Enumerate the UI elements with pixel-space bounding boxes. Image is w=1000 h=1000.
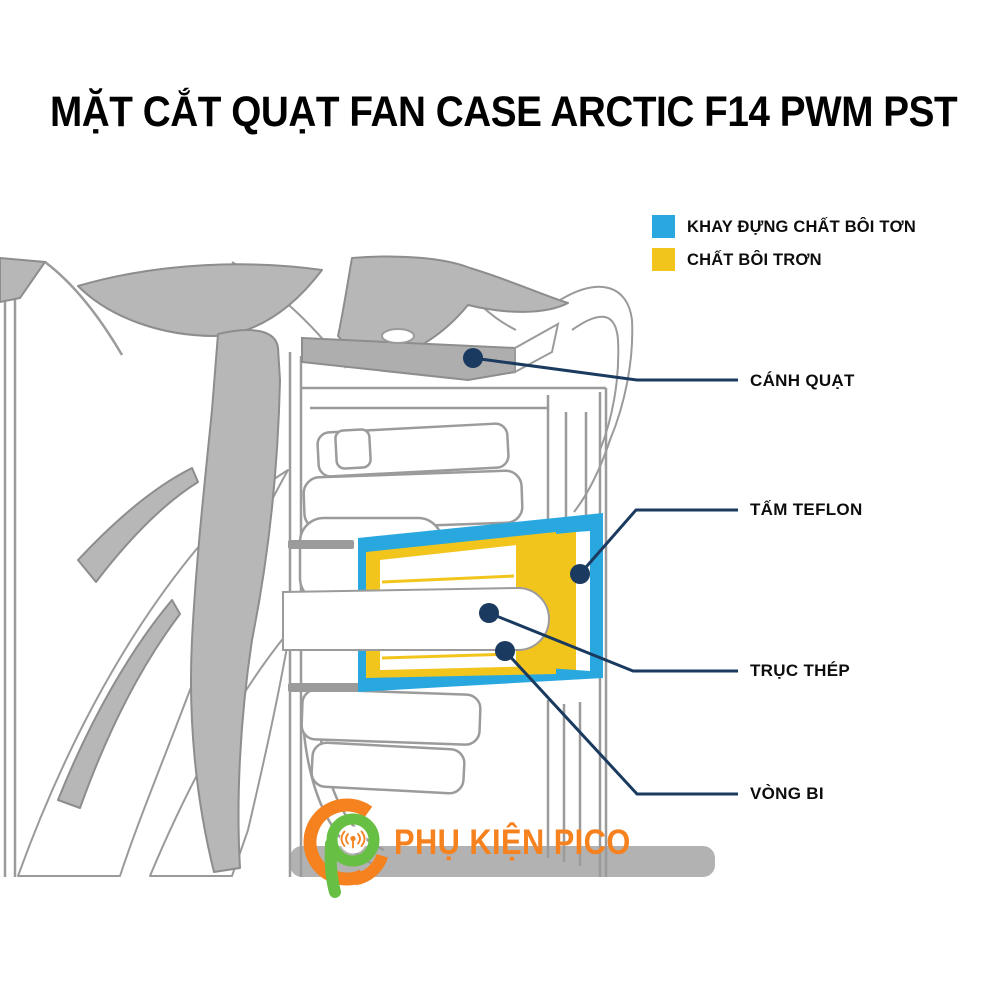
legend-item-tray: KHAY ĐỰNG CHẤT BÔI TƠN [652, 215, 923, 238]
callout-dot-fan-blade [463, 348, 483, 368]
callout-lines [472, 356, 738, 796]
legend-label: CHẤT BÔI TRƠN [687, 249, 822, 269]
callout-label-teflon: TẤM TEFLON [750, 500, 863, 519]
callout-label-bearing: VÒNG BI [750, 784, 824, 803]
callout-dot-shaft [479, 603, 499, 623]
page-title: MẶT CẮT QUẠT FAN CASE ARCTIC F14 PWM PST [50, 88, 958, 136]
stator-coils [298, 422, 602, 795]
fan-frame [0, 256, 124, 877]
callout-line-bearing [503, 649, 738, 796]
pico-logo-text: PHỤ KIỆN PICO [394, 823, 631, 862]
steel-shaft [282, 586, 550, 651]
legend-swatch-blue [652, 215, 675, 238]
callout-dot-teflon [570, 564, 590, 584]
legend-swatch-yellow [652, 248, 675, 271]
legend: KHAY ĐỰNG CHẤT BÔI TƠN CHẤT BÔI TRƠN [652, 215, 923, 281]
callout-line-teflon [578, 508, 738, 575]
callout-dot-bearing [495, 641, 515, 661]
callout-line-fan-blade [472, 356, 738, 382]
callout-dots [463, 348, 590, 661]
fan-blade [77, 263, 323, 337]
fan-blade [77, 467, 199, 583]
callout-line-shaft [488, 611, 738, 673]
legend-label: KHAY ĐỰNG CHẤT BÔI TƠN [687, 216, 916, 236]
legend-item-lubricant: CHẤT BÔI TRƠN [652, 248, 923, 271]
fan-blades [17, 255, 634, 877]
fan-blade [57, 599, 181, 809]
callout-label-fan-blade: CÁNH QUẠT [750, 371, 855, 390]
frame-base [290, 846, 715, 877]
lubricant-c-ring [516, 532, 576, 670]
fan-hub-bar [301, 322, 560, 382]
callout-label-shaft: TRỤC THÉP [750, 661, 850, 680]
antenna-icon [340, 830, 366, 849]
blade-outline-right [559, 285, 634, 513]
pico-logo-icon [303, 798, 391, 898]
fan-blade [190, 329, 281, 873]
